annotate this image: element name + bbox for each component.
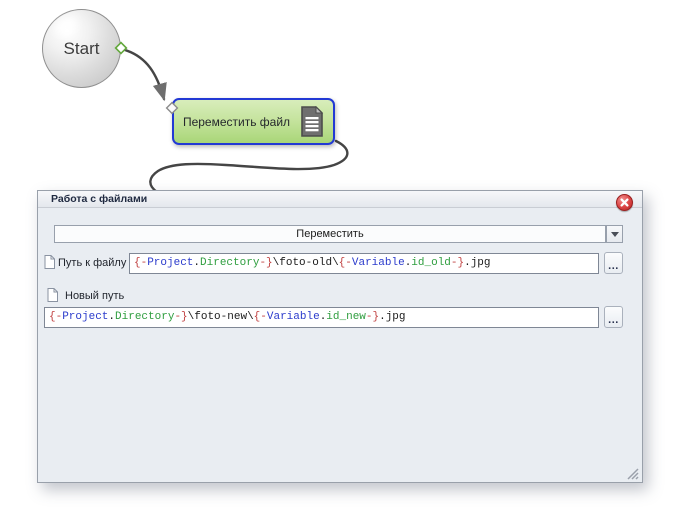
new-path-label: Новый путь: [65, 290, 125, 302]
file-path-label: Путь к файлу: [58, 257, 127, 269]
chevron-down-icon: [610, 231, 619, 237]
resize-grip-icon[interactable]: [625, 466, 639, 480]
browse-new-path-button[interactable]: ...: [604, 306, 623, 328]
close-icon: [620, 198, 629, 207]
action-dropdown[interactable]: Переместить: [54, 225, 606, 243]
wire-start-to-action[interactable]: [123, 48, 167, 102]
start-node[interactable]: Start: [42, 9, 121, 88]
dialog-title: Работа с файлами: [51, 193, 148, 205]
dropdown-arrow-button[interactable]: [606, 225, 623, 243]
document-icon: [301, 106, 324, 137]
new-path-input[interactable]: {-Project.Directory-}\foto-new\{-Variabl…: [44, 307, 599, 328]
close-button[interactable]: [616, 194, 633, 211]
file-operations-dialog: Работа с файлами Переместить Путь к файл…: [37, 190, 643, 483]
page-icon: [47, 288, 58, 302]
action-node-move-file[interactable]: Переместить файл: [172, 98, 335, 145]
start-node-label: Start: [63, 38, 100, 58]
page-icon: [44, 255, 55, 269]
wire-action-output[interactable]: [149, 139, 349, 198]
browse-file-path-button[interactable]: ...: [604, 252, 623, 274]
action-node-label: Переместить файл: [182, 114, 291, 129]
file-path-input[interactable]: {-Project.Directory-}\foto-old\{-Variabl…: [129, 253, 599, 274]
